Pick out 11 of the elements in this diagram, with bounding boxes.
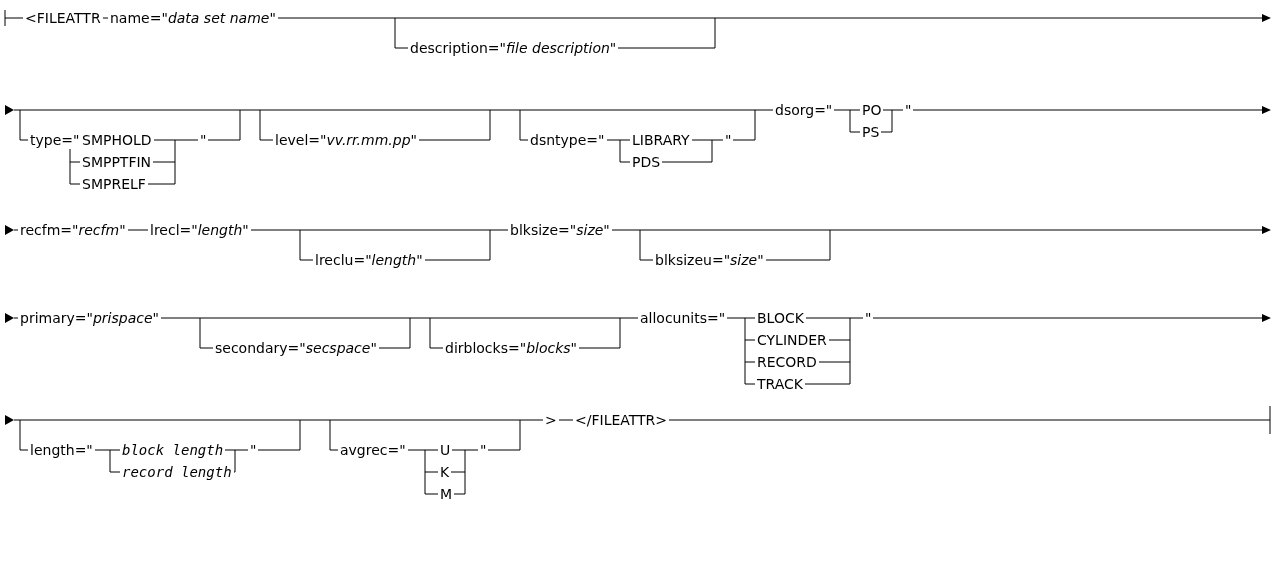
syntax-keyword: length="	[28, 441, 95, 459]
syntax-keyword: record length	[120, 463, 234, 481]
syntax-keyword: description="file description"	[408, 39, 619, 57]
syntax-keyword: block length	[120, 441, 226, 459]
syntax-keyword: primary="prispace"	[18, 309, 162, 327]
syntax-keyword: level="vv.rr.mm.pp"	[273, 131, 419, 149]
syntax-keyword: dsntype="	[528, 131, 607, 149]
syntax-keyword: lreclu="length"	[313, 251, 425, 269]
syntax-keyword: lrecl="length"	[148, 221, 251, 239]
syntax-keyword: dsorg="	[773, 101, 835, 119]
syntax-keyword: secondary="secspace"	[213, 339, 379, 357]
